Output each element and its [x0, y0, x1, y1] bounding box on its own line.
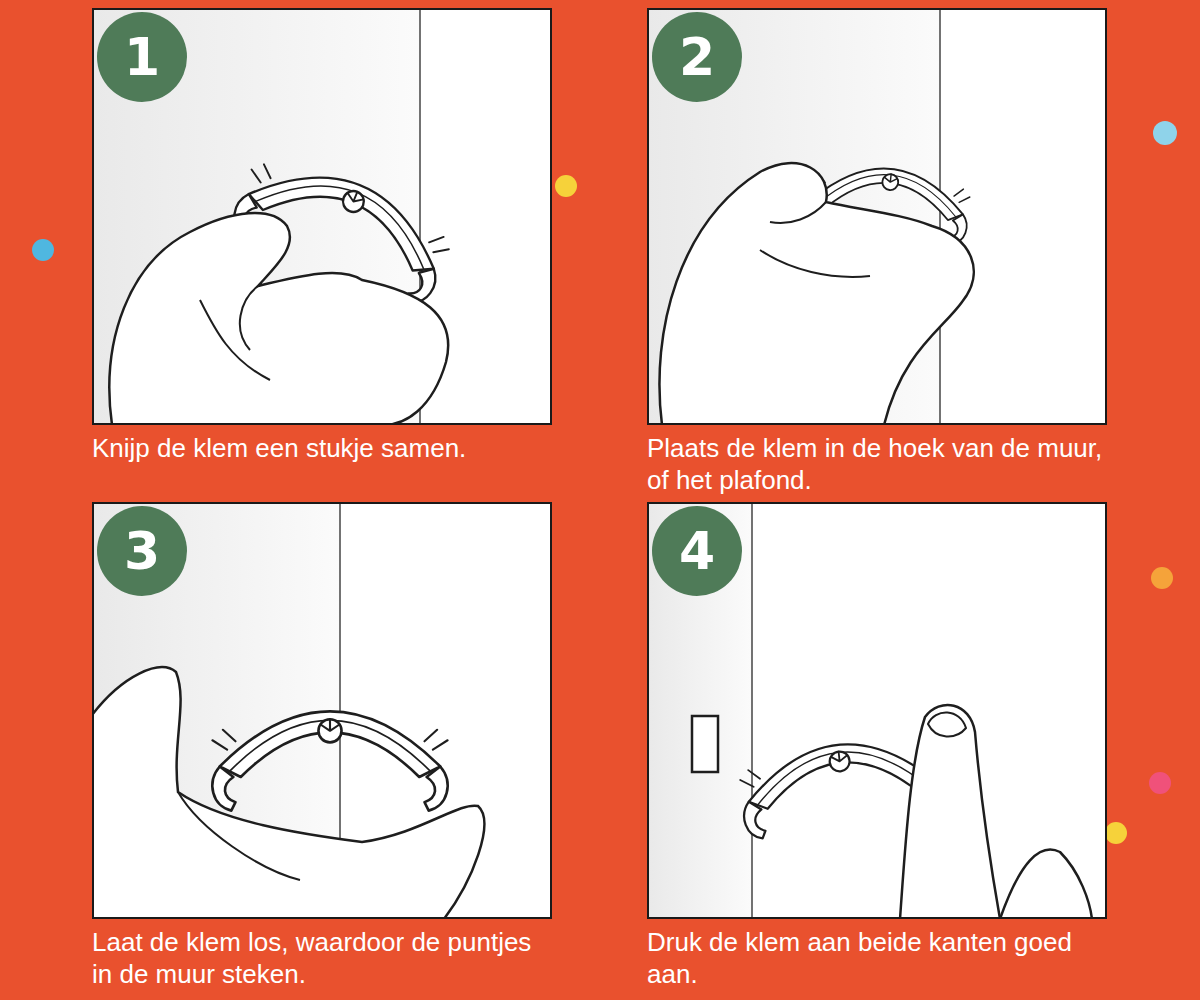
panel-ground [647, 8, 1107, 425]
step-panel: Druk de klem aan beide kanten goed aan. 4 [647, 502, 1107, 994]
callout-number: 2 [679, 31, 715, 83]
callout-number: 1 [124, 31, 160, 83]
step-caption: Knijp de klem een stukje samen. [92, 433, 552, 465]
finger-nail [928, 712, 966, 736]
confetti [555, 175, 577, 197]
hand-drawing [92, 667, 484, 919]
panel-illustration [647, 8, 1107, 425]
hand-drawing [659, 163, 973, 425]
panel-illustration [92, 502, 552, 919]
step-number-badge: 3 [97, 506, 187, 596]
badge-circle-fill [97, 506, 187, 596]
step-caption: Laat de klem los, waardoor de puntjes in… [92, 927, 552, 990]
step-panel: Laat de klem los, waardoor de puntjes in… [92, 502, 552, 994]
hand-drawing [1000, 850, 1092, 919]
step-caption: Plaats de klem in de hoek van de muur, o… [647, 433, 1107, 496]
callout-number: 3 [124, 525, 160, 577]
confetti [1149, 772, 1171, 794]
panel-ground [92, 502, 552, 919]
confetti [1153, 121, 1177, 145]
panel-ground [92, 8, 552, 425]
hand-detail [760, 202, 870, 277]
confetti [1151, 567, 1173, 589]
wall-corner [939, 8, 941, 425]
step-number-badge: 2 [652, 12, 742, 102]
step-number-badge: 4 [652, 506, 742, 596]
badge-circle-fill [652, 506, 742, 596]
confetti [1105, 822, 1127, 844]
step-number-badge: 1 [97, 12, 187, 102]
hand-detail [200, 286, 270, 380]
badge-circle-fill [652, 12, 742, 102]
clip-drawing [212, 711, 447, 810]
wall-shade [647, 502, 752, 919]
hand-detail [178, 792, 300, 880]
step-caption: Druk de klem aan beide kanten goed aan. [647, 927, 1107, 990]
clip-end-block [692, 716, 718, 772]
hand-drawing [109, 213, 448, 425]
panel-illustration [647, 502, 1107, 919]
step-panel: Plaats de klem in de hoek van de muur, o… [647, 8, 1107, 500]
wall-corner [751, 502, 753, 919]
panel-illustration [92, 8, 552, 425]
step-panel: Knijp de klem een stukje samen. 1 [92, 8, 552, 469]
callout-number: 4 [679, 525, 715, 577]
panel-ground [647, 502, 1107, 919]
finger-drawing [900, 705, 1000, 919]
badge-circle-fill [97, 12, 187, 102]
confetti [32, 239, 54, 261]
